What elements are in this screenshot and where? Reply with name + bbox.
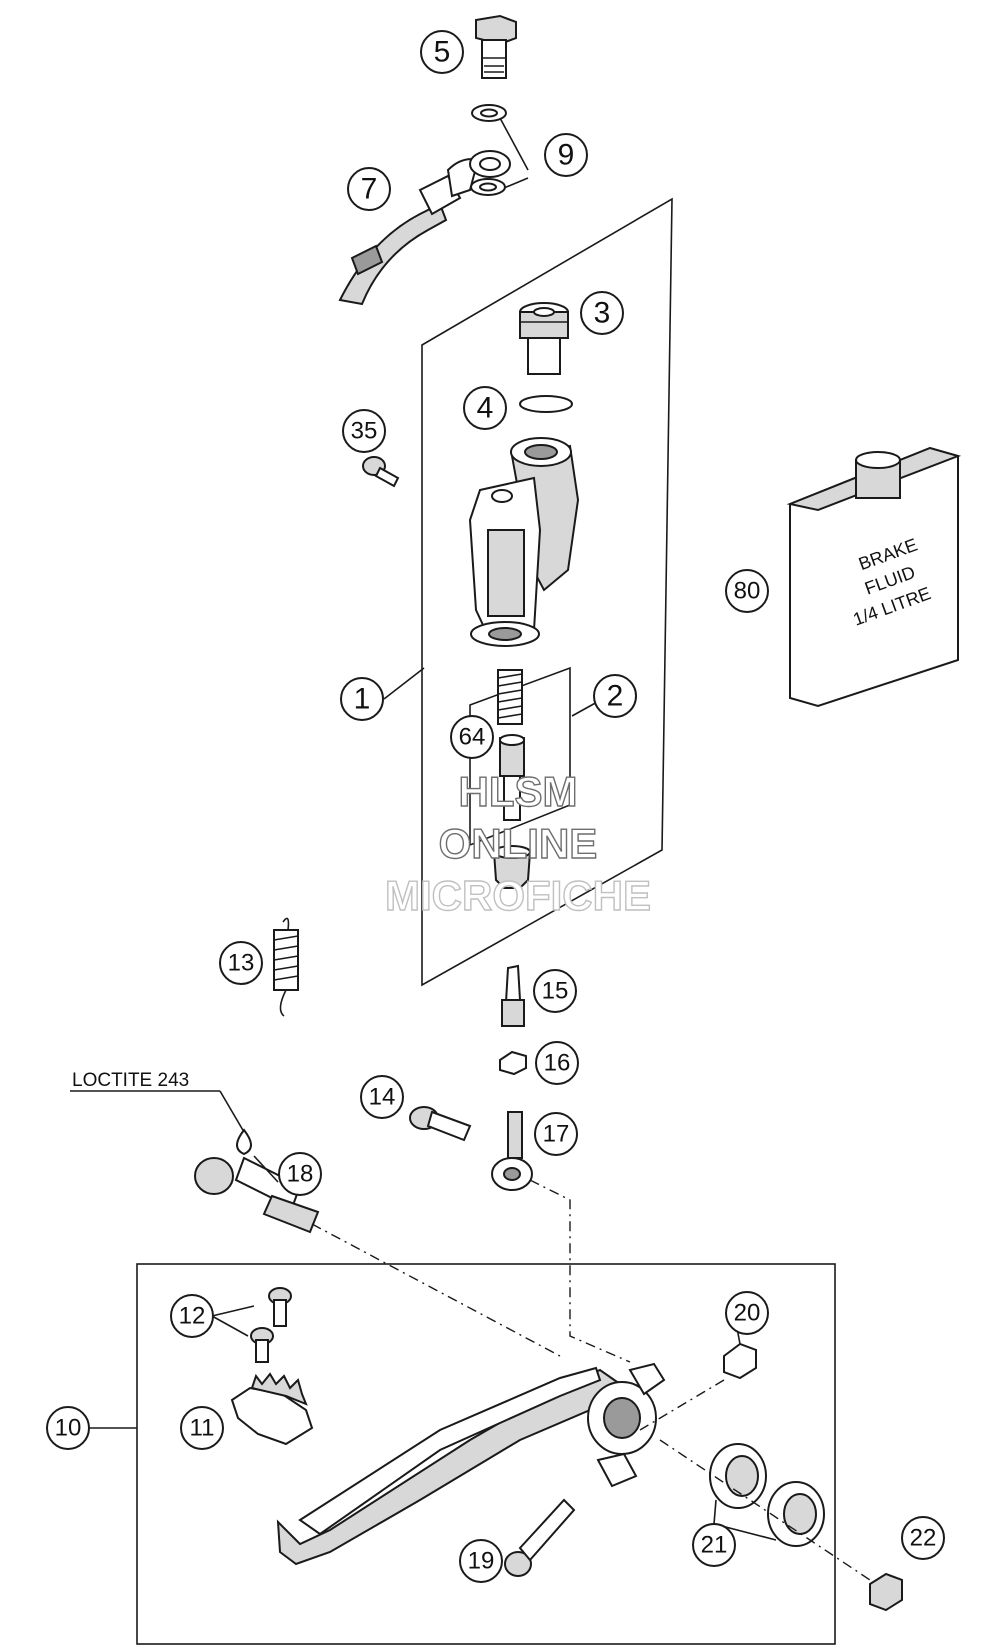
collar-nut — [869, 1572, 903, 1612]
callout-2[interactable]: 2 — [593, 674, 637, 718]
callout-9-label: 9 — [558, 139, 575, 172]
watermark-line2: ONLINE — [439, 820, 598, 867]
callout-16[interactable]: 16 — [535, 1041, 579, 1085]
assembly-axis-bearings — [639, 1379, 725, 1431]
step-plate-screws — [250, 1287, 292, 1363]
brake-pedal-assembly-frame — [136, 1263, 836, 1645]
banjo-bolt — [475, 14, 517, 79]
callout-10[interactable]: 10 — [46, 1406, 90, 1450]
callout-15[interactable]: 15 — [533, 969, 577, 1013]
callout-16-label: 16 — [544, 1050, 571, 1077]
brake-line — [338, 150, 511, 306]
callout-17-label: 17 — [543, 1121, 570, 1148]
callout-18[interactable]: 18 — [278, 1152, 322, 1196]
callout-1-label: 1 — [354, 683, 371, 716]
return-spring — [273, 917, 299, 1017]
callout-1[interactable]: 1 — [340, 677, 384, 721]
callout-14-label: 14 — [369, 1084, 396, 1111]
master-cylinder-body — [468, 437, 580, 647]
callout-64[interactable]: 64 — [450, 715, 494, 759]
piston-kit — [492, 734, 532, 889]
callout-3-label: 3 — [594, 297, 611, 330]
spring-kit-subframe — [469, 666, 571, 847]
callout-13-label: 13 — [228, 950, 255, 977]
assembly-axis-clevis — [529, 1179, 631, 1363]
callout-10-label: 10 — [55, 1415, 82, 1442]
callout-7[interactable]: 7 — [347, 167, 391, 211]
callout-22-label: 22 — [910, 1525, 937, 1552]
sealing-washers — [470, 104, 507, 196]
callout-11-label: 11 — [190, 1415, 215, 1442]
callout-9[interactable]: 9 — [544, 133, 588, 177]
callout-5-label: 5 — [434, 36, 451, 69]
callout-4-label: 4 — [477, 392, 494, 425]
callout-80[interactable]: 80 — [725, 569, 769, 613]
o-ring — [519, 395, 573, 413]
callout-14[interactable]: 14 — [360, 1075, 404, 1119]
callout-20-label: 20 — [734, 1300, 761, 1327]
push-rod — [501, 964, 525, 1027]
brake-fluid-bottle: BRAKE FLUID 1/4 LITRE — [786, 446, 962, 708]
clevis-eye-bolt — [491, 1111, 533, 1191]
callout-12[interactable]: 12 — [170, 1294, 214, 1338]
callout-2-label: 2 — [607, 680, 624, 713]
master-cylinder-assembly-frame — [421, 197, 673, 987]
pedal-nut — [723, 1342, 757, 1380]
mounting-screw — [362, 456, 400, 488]
pedal-step-plate — [230, 1372, 314, 1446]
loctite-drop — [236, 1128, 252, 1156]
callout-11[interactable]: 11 — [180, 1406, 224, 1450]
lock-nut — [499, 1050, 527, 1076]
callout-13[interactable]: 13 — [219, 941, 263, 985]
callout-80-label: 80 — [734, 578, 761, 605]
callout-35[interactable]: 35 — [342, 409, 386, 453]
watermark: HLSM ONLINE MICROFICHE — [384, 767, 651, 919]
callout-19[interactable]: 19 — [459, 1539, 503, 1583]
callout-5[interactable]: 5 — [420, 30, 464, 74]
spring — [497, 669, 523, 725]
callout-18-label: 18 — [287, 1161, 314, 1188]
assembly-axis-pivot — [311, 1223, 561, 1357]
watermark-line3: MICROFICHE — [385, 872, 651, 919]
assembly-axis-shaft — [659, 1439, 871, 1581]
loctite-note: LOCTITE 243 — [72, 1070, 189, 1091]
pivot-bolt — [194, 1156, 320, 1234]
callout-7-label: 7 — [361, 173, 378, 206]
brake-pedal — [276, 1362, 666, 1566]
pedal-screw — [409, 1106, 472, 1142]
callout-17[interactable]: 17 — [534, 1112, 578, 1156]
callout-4[interactable]: 4 — [463, 386, 507, 430]
callout-21-label: 21 — [701, 1532, 728, 1559]
watermark-line1: HLSM — [459, 768, 578, 815]
callout-12-label: 12 — [179, 1303, 206, 1330]
pedal-bolt — [504, 1498, 576, 1577]
callout-3[interactable]: 3 — [580, 291, 624, 335]
callout-21[interactable]: 21 — [692, 1523, 736, 1567]
callout-35-label: 35 — [351, 418, 378, 445]
reservoir-cap — [519, 302, 569, 375]
callout-64-label: 64 — [459, 724, 486, 751]
callout-20[interactable]: 20 — [725, 1291, 769, 1335]
ball-bearings — [709, 1443, 825, 1547]
callout-22[interactable]: 22 — [901, 1516, 945, 1560]
callout-19-label: 19 — [468, 1548, 495, 1575]
callout-15-label: 15 — [542, 978, 569, 1005]
